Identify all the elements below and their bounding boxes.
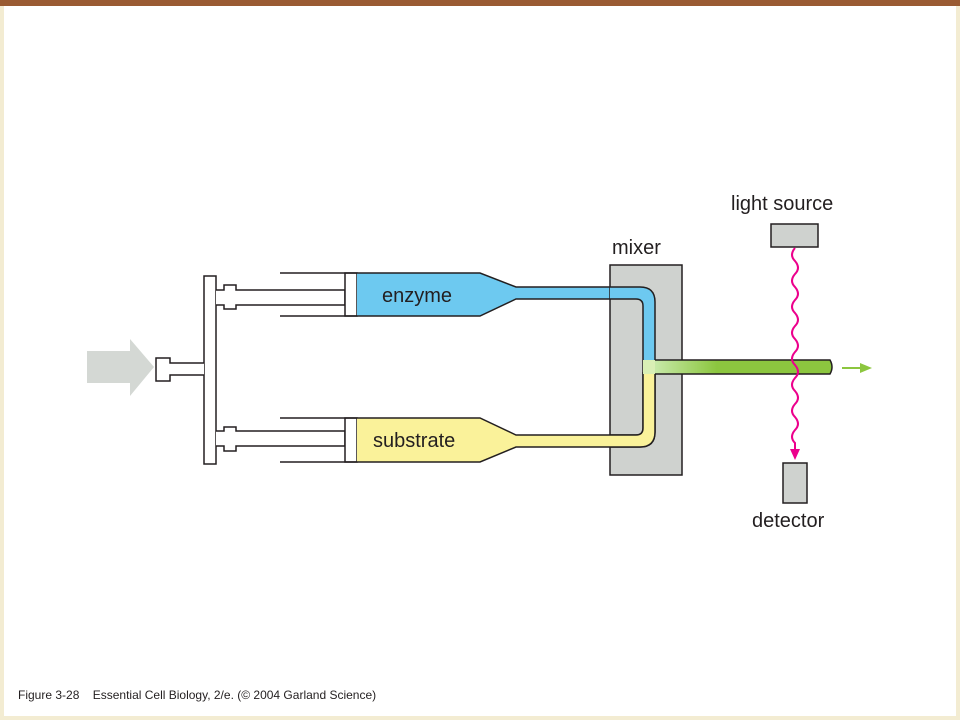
figure-source: Essential Cell Biology, 2/e. (© 2004 Gar… xyxy=(92,688,377,702)
figure-number: Figure 3-28 xyxy=(18,688,80,702)
lower-plunger-head xyxy=(344,417,358,463)
plunger-handle-bar xyxy=(203,275,217,465)
detector-label: detector xyxy=(752,510,825,532)
upper-plunger-rod xyxy=(216,284,346,310)
mixing-zone xyxy=(643,360,655,374)
enzyme-label: enzyme xyxy=(382,285,452,307)
push-arrow-icon xyxy=(87,339,154,396)
substrate-label: substrate xyxy=(373,430,455,452)
light-source-label: light source xyxy=(731,193,833,215)
top-accent-bar xyxy=(0,0,960,6)
detector-box xyxy=(782,462,808,504)
enzyme-fluid xyxy=(357,273,655,362)
figure-caption: Figure 3-28 Essential Cell Biology, 2/e.… xyxy=(18,688,376,702)
light-source-box xyxy=(770,223,819,248)
observation-tube-outline xyxy=(655,359,833,375)
light-beam xyxy=(791,247,799,452)
outflow-arrow-head-icon xyxy=(860,363,872,373)
mixer-label: mixer xyxy=(612,237,661,259)
light-beam-arrow-head-icon xyxy=(790,449,800,460)
plunger-handle-stub xyxy=(155,357,204,382)
upper-plunger-head xyxy=(344,272,358,317)
observation-tube xyxy=(655,360,832,374)
substrate-fluid xyxy=(357,372,655,462)
slide-frame xyxy=(0,6,960,720)
lower-plunger-rod xyxy=(216,426,346,452)
